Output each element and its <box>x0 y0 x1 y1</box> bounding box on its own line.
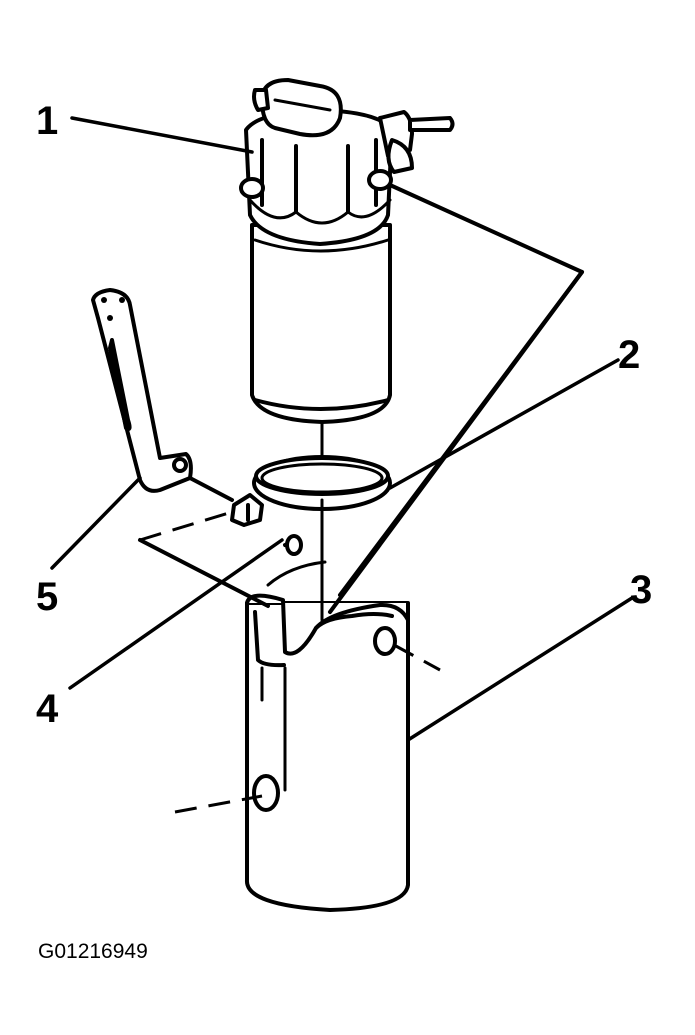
figure-id: G01216949 <box>38 940 148 963</box>
callout-leaders <box>50 116 634 742</box>
clamp-part <box>230 455 392 527</box>
screw-part <box>283 534 303 556</box>
bracket-part <box>91 288 193 493</box>
callout-1: 1 <box>36 99 58 143</box>
callout-4: 4 <box>36 687 59 731</box>
leader-4 <box>68 538 284 690</box>
callout-2: 2 <box>618 333 640 377</box>
leader-5 <box>50 476 142 570</box>
dryer-part <box>239 78 455 424</box>
callout-5: 5 <box>36 575 58 619</box>
sleeve-part <box>245 560 410 912</box>
leader-3 <box>406 596 634 742</box>
callout-3: 3 <box>630 568 652 612</box>
leader-2 <box>388 358 620 490</box>
assembly-lines <box>138 183 584 814</box>
leader-1 <box>70 116 254 154</box>
